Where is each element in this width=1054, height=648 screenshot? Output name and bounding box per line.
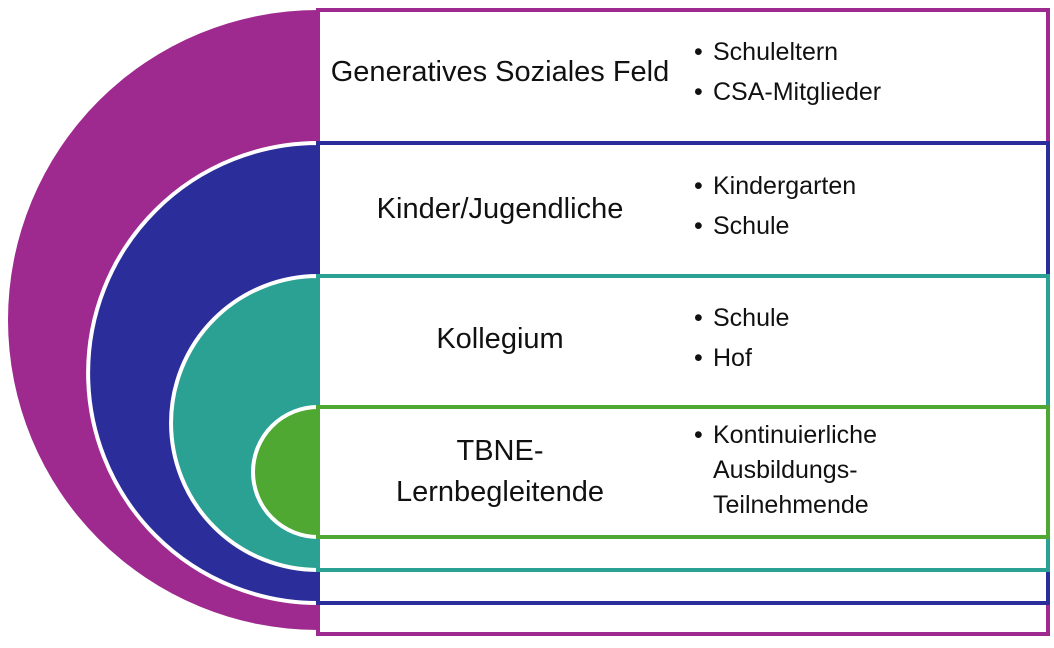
layer-list-kinder-jugendliche: Kindergarten Schule <box>694 166 1044 246</box>
list-item: Kontinuierliche Ausbildungs-Teilnehmende <box>694 418 924 523</box>
list-item: Hof <box>694 338 1044 378</box>
layer-title-kinder-jugendliche: Kinder/Jugendliche <box>376 192 624 225</box>
layer-title-generatives-soziales-feld: Generatives Soziales Feld <box>330 55 670 88</box>
layer-title-tbne-lernbegleitende: TBNE- Lernbegleitende <box>395 435 604 508</box>
layer-list-kollegium: Schule Hof <box>694 298 1044 378</box>
list-item: Schule <box>694 206 1044 246</box>
layer-arc-tbne-lernbegleitende <box>251 404 320 540</box>
list-item: Kindergarten <box>694 166 1044 206</box>
list-item: Schule <box>694 298 1044 338</box>
layer-list-tbne-lernbegleitende: Kontinuierliche Ausbildungs-Teilnehmende <box>694 418 924 523</box>
list-item: Schuleltern <box>694 32 1044 72</box>
layer-list-generatives-soziales-feld: Schuleltern CSA-Mitglieder <box>694 32 1044 112</box>
list-item: CSA-Mitglieder <box>694 72 1044 112</box>
layer-box-tbne-lernbegleitende <box>316 405 1050 539</box>
layer-title-kollegium: Kollegium <box>436 322 564 355</box>
